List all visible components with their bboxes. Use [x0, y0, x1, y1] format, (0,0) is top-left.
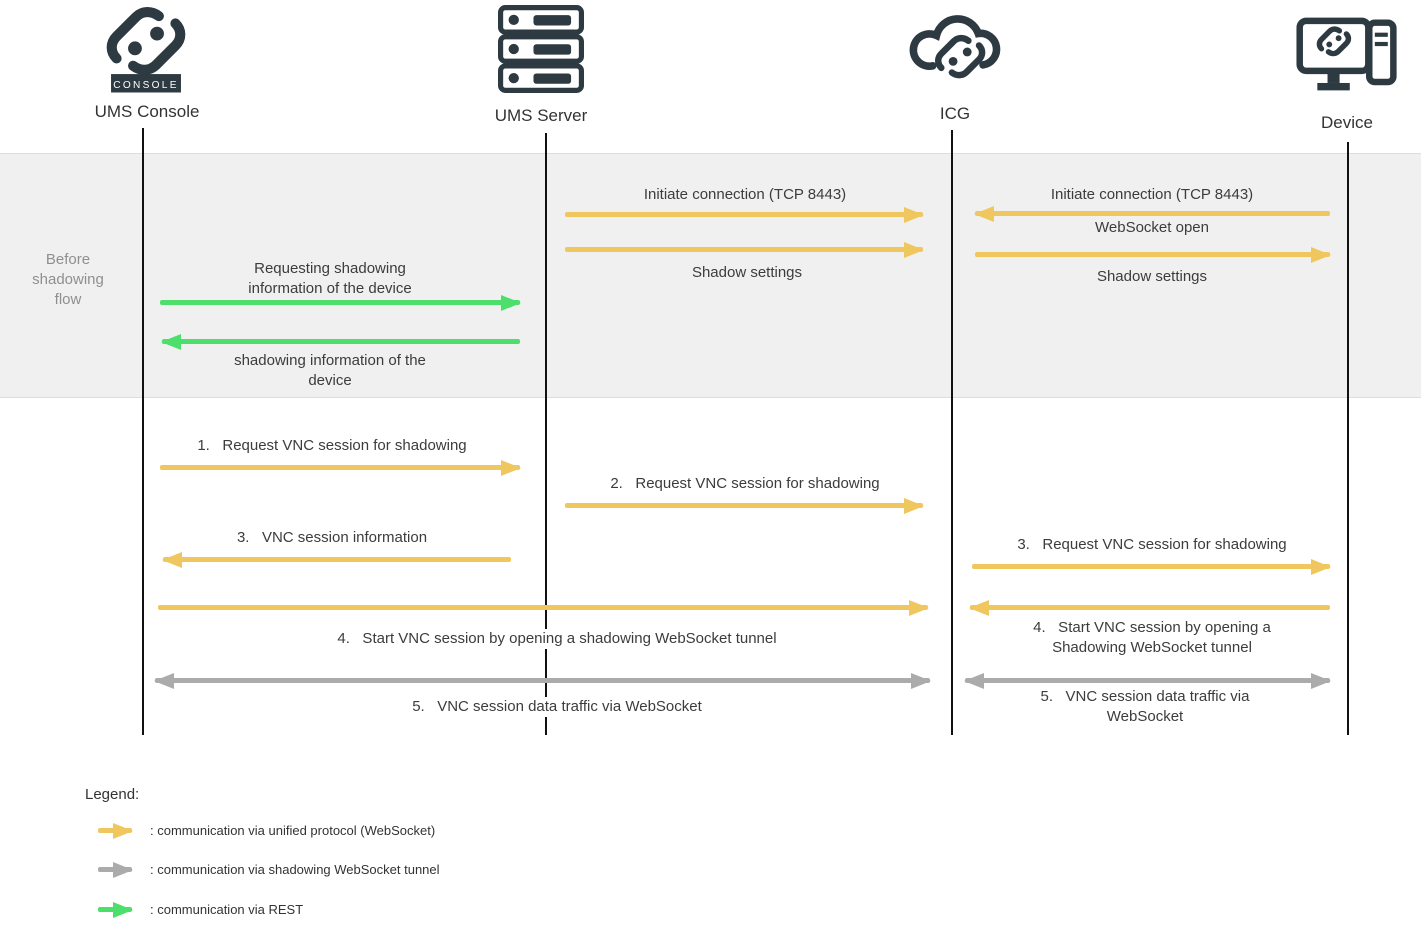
msg-shadowing-info-response: shadowing information of the device	[234, 352, 426, 389]
actor-device	[1296, 8, 1398, 106]
msg-initiate-connection-device-icg: Initiate connection (TCP 8443)	[1050, 186, 1254, 203]
legend-unified-protocol-arrow-icon	[98, 822, 133, 839]
ums-console-icon: CONSOLE	[111, 11, 181, 93]
lifeline-icg	[951, 130, 953, 735]
msg-step4-right: 4. Start VNC session by opening a Shadow…	[1033, 619, 1271, 656]
msg-step4-long: 4. Start VNC session by opening a shadow…	[307, 629, 807, 649]
arrow-initiate-connection-device-icg	[974, 205, 1330, 222]
arrow-step3-request-vnc-device	[972, 558, 1331, 575]
legend-title: Legend:	[85, 786, 140, 803]
actor-icg	[908, 5, 1003, 102]
arrow-shadow-settings-icg-device	[975, 246, 1331, 263]
msg-shadow-settings-server-icg: Shadow settings	[691, 264, 803, 281]
arrow-step4-start-vnc-device	[969, 599, 1330, 616]
msg-step5-right: 5. VNC session data traffic via WebSocke…	[1040, 688, 1250, 725]
actor-ums-server	[494, 5, 588, 93]
actor-label-device: Device	[1321, 113, 1373, 132]
arrow-step3-vnc-session-info	[162, 551, 511, 568]
arrow-shadowing-info-response	[161, 333, 520, 350]
arrow-step5-data-traffic-left	[154, 672, 931, 689]
actor-label-ums-console: UMS Console	[94, 102, 200, 121]
before-shadowing-band	[0, 153, 1421, 398]
msg-requesting-shadowing-info: Requesting shadowing information of the …	[248, 260, 412, 297]
arrow-step5-data-traffic-right	[964, 672, 1331, 689]
arrow-initiate-connection-server-icg	[565, 206, 924, 223]
device-icon	[1296, 17, 1397, 91]
msg-step1: 1. Request VNC session for shadowing	[197, 437, 467, 454]
console-badge-text: CONSOLE	[113, 80, 179, 91]
actor-ums-console: CONSOLE	[100, 4, 192, 100]
lifeline-ums-server	[545, 133, 547, 735]
arrow-requesting-shadowing-info	[160, 294, 521, 311]
msg-step3-left: 3. VNC session information	[236, 529, 428, 546]
actor-label-icg: ICG	[939, 104, 971, 123]
ums-server-icon	[497, 5, 585, 93]
msg-shadow-settings-icg-device: Shadow settings	[1096, 268, 1208, 285]
icg-cloud-icon	[909, 15, 1001, 76]
legend-websocket-tunnel-arrow-icon	[98, 861, 133, 878]
lifeline-ums-console	[142, 128, 144, 735]
legend-item-unified-protocol: : communication via unified protocol (We…	[150, 823, 436, 838]
legend-item-websocket-tunnel: : communication via shadowing WebSocket …	[150, 862, 440, 877]
legend-rest-arrow-icon	[98, 901, 133, 918]
arrow-step2-request-vnc	[565, 497, 924, 514]
band-label: Before shadowing flow	[32, 251, 104, 308]
arrow-step1-request-vnc	[160, 459, 521, 476]
legend-item-rest: : communication via REST	[150, 902, 304, 917]
msg-initiate-connection-server-icg: Initiate connection (TCP 8443)	[643, 186, 847, 203]
lifeline-device	[1347, 142, 1349, 735]
msg-websocket-open: WebSocket open	[1095, 219, 1209, 236]
actor-label-ums-server: UMS Server	[494, 106, 588, 125]
arrow-shadow-settings-server-icg	[565, 241, 924, 258]
msg-step3-right: 3. Request VNC session for shadowing	[1017, 536, 1287, 553]
arrow-step4-start-vnc-long	[158, 599, 929, 616]
msg-step2: 2. Request VNC session for shadowing	[610, 475, 880, 492]
msg-step5-left: 5. VNC session data traffic via WebSocke…	[387, 697, 727, 717]
